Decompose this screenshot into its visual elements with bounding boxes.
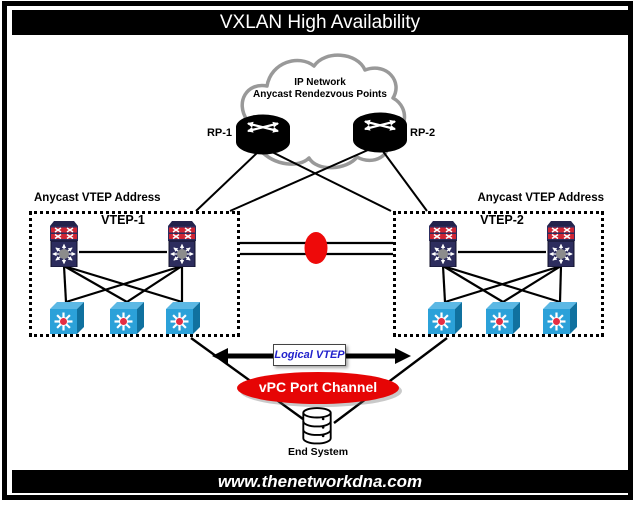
logical-vtep-label: Logical VTEP	[273, 344, 346, 366]
vtep2-dotted-box	[393, 211, 604, 337]
rp2-label: RP-2	[410, 127, 436, 139]
peer-link-node	[304, 232, 328, 264]
cloud-label-line2: Anycast Rendezvous Points	[253, 89, 387, 100]
router-rp1-icon	[236, 115, 290, 155]
vpc-port-channel-ellipse	[237, 372, 399, 404]
vtep2-heading: Anycast VTEP Address	[477, 192, 604, 204]
end-system-database-icon	[302, 407, 332, 445]
vtep1-heading: Anycast VTEP Address	[34, 192, 161, 204]
vtep2-name: VTEP-2	[480, 213, 524, 227]
vpc-port-channel-label: vPC Port Channel	[258, 379, 378, 395]
vtep1-name: VTEP-1	[101, 213, 145, 227]
rp1-label: RP-1	[206, 127, 232, 139]
page-title: VXLAN High Availability	[219, 12, 421, 33]
footer-bar: www.thenetworkdna.com	[12, 470, 628, 493]
cloud-label: IP Network Anycast Rendezvous Points	[215, 77, 425, 101]
fabric-links	[62, 241, 563, 304]
router-rp2-icon	[353, 113, 407, 153]
footer-url: www.thenetworkdna.com	[217, 472, 423, 491]
outer-frame	[2, 1, 633, 500]
end-system-label: End System	[287, 446, 349, 458]
title-bar: VXLAN High Availability	[12, 10, 628, 35]
vtep1-dotted-box	[29, 211, 240, 337]
vpc-links	[190, 337, 448, 424]
cloud-label-line1: IP Network	[294, 77, 346, 88]
rp-to-vtep-links	[195, 149, 428, 212]
